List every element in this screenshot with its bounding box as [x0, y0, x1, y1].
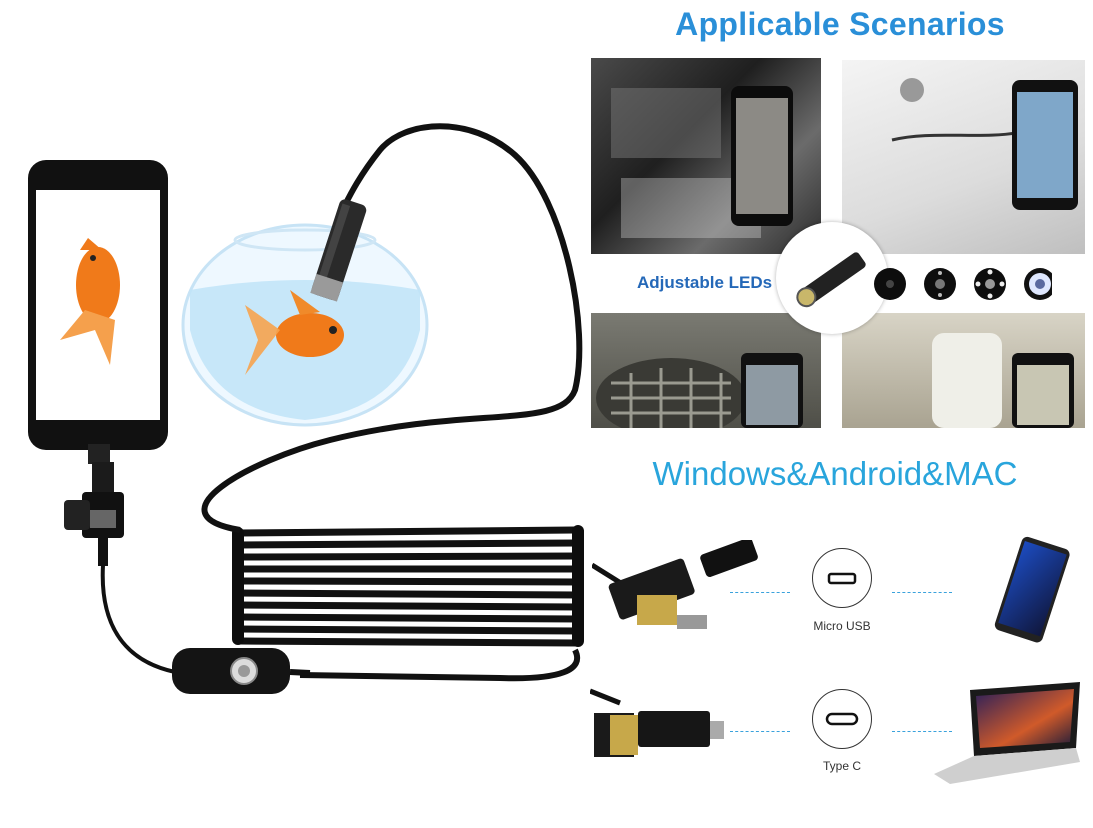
micro-usb-arrow-left [730, 592, 790, 593]
micro-usb-port-icon [812, 548, 872, 608]
led-level-4 [1024, 268, 1052, 300]
compatibility-title: Windows&Android&MAC [652, 455, 1018, 492]
type-c-arrow-left [730, 731, 790, 732]
smartphone [28, 160, 168, 464]
coiled-cable [232, 526, 584, 647]
laptop-icon [934, 682, 1080, 784]
phone-screen-fish [60, 238, 120, 365]
scenario-sink-photo [842, 60, 1085, 254]
product-illustration [28, 123, 584, 694]
led-level-3 [974, 268, 1006, 300]
type-c-connector [590, 688, 724, 757]
fish-bowl [181, 223, 429, 427]
android-phone-icon [994, 536, 1070, 643]
camera-closeup-circle [776, 222, 888, 334]
type-c-label: Type C [822, 759, 861, 773]
led-level-1 [874, 268, 906, 300]
micro-usb-arrow-right [892, 592, 952, 593]
goldfish [245, 290, 344, 375]
led-level-2 [924, 268, 956, 300]
led-control-box [172, 648, 290, 694]
otg-adapter [64, 462, 124, 566]
camera-head [310, 199, 367, 302]
led-levels [874, 268, 1052, 300]
micro-usb-label: Micro USB [813, 619, 871, 633]
adjustable-leds-label: Adjustable LEDs [637, 273, 773, 292]
type-c-arrow-right [892, 731, 952, 732]
page-title: Applicable Scenarios [675, 6, 1005, 42]
scenario-pipe-photo [842, 313, 1085, 428]
micro-usb-connector [592, 540, 758, 629]
scenario-engine-photo [591, 58, 821, 254]
scenario-drain-photo [591, 313, 821, 428]
type-c-port-icon [812, 689, 872, 749]
